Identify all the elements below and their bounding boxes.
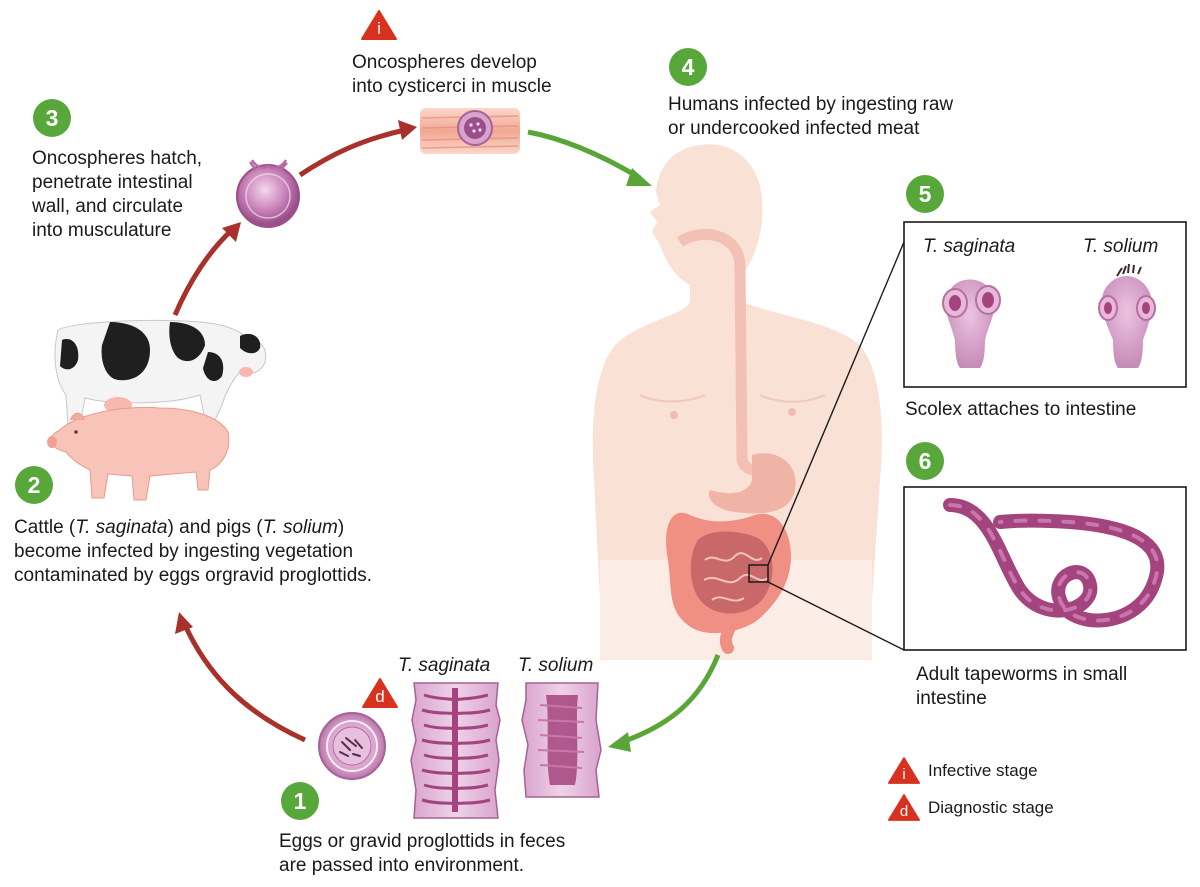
- arrow-1-to-2: [175, 612, 307, 743]
- stomach: [708, 453, 796, 514]
- stage-3-line-4: into musculature: [32, 220, 172, 241]
- stage-1-line-2: are passed into environment.: [279, 855, 525, 876]
- arrow-4-to-1: [608, 654, 721, 752]
- stage-1-line-1: Eggs or gravid proglottids in feces: [279, 831, 566, 852]
- stage-2-line-3: contaminated by eggs orgravid proglottid…: [14, 565, 373, 586]
- legend-diagnostic-label: Diagnostic stage: [928, 798, 1054, 817]
- cysticerci-line-2: into cysticerci in muscle: [352, 76, 552, 97]
- stage-3-line-3: wall, and circulate: [32, 196, 184, 217]
- step-badge-2: 2: [15, 466, 53, 504]
- stage-2-line-2: become infected by ingesting vegetation: [14, 541, 354, 562]
- diagnostic-marker: d: [362, 678, 398, 708]
- arrow-3-to-cysticerci: [298, 120, 417, 178]
- step-badge-3: 3: [33, 99, 71, 137]
- step-badge-4: 4: [669, 48, 707, 86]
- arrow-cysticerci-to-4: [527, 129, 652, 186]
- proglottid-solium: [521, 682, 602, 798]
- arrow-2-to-3: [172, 222, 241, 316]
- proglottid-label-saginata: T. saginata: [398, 655, 491, 676]
- stage-5-caption: Scolex attaches to intestine: [905, 399, 1137, 420]
- muscle-cysticercus: [420, 108, 520, 154]
- step-badge-6: 6: [906, 442, 944, 480]
- cow: [54, 319, 267, 426]
- stage-2-line-1: Cattle (T. saginata) and pigs (T. solium…: [14, 517, 345, 538]
- scolex-solium: [1098, 263, 1156, 368]
- stage-4-line-1: Humans infected by ingesting raw: [668, 94, 954, 115]
- scolex-saginata: [942, 279, 1001, 368]
- cysticerci-line-1: Oncospheres develop: [352, 52, 537, 73]
- stage-4-line-2: or undercooked infected meat: [668, 118, 920, 139]
- legend-diagnostic-icon: d: [888, 794, 920, 821]
- zoom-box: [748, 564, 769, 583]
- pig: [47, 406, 230, 501]
- scolex-label-saginata: T. saginata: [923, 236, 1016, 257]
- stage-3-line-1: Oncospheres hatch,: [32, 148, 203, 169]
- nipple-left: [670, 411, 678, 419]
- scolex-label-solium: T. solium: [1083, 236, 1159, 257]
- tapeworm-egg: [318, 712, 386, 780]
- legend-infective-label: Infective stage: [928, 761, 1038, 780]
- small-intestine: [690, 531, 773, 614]
- proglottid-label-solium: T. solium: [518, 655, 594, 676]
- step-badge-1: 1: [281, 782, 319, 820]
- legend-infective-icon: i: [888, 757, 920, 784]
- stage-6-line-2: intestine: [916, 688, 987, 709]
- oncosphere: [236, 159, 300, 228]
- proglottid-saginata: [410, 682, 501, 819]
- stage-3-line-2: penetrate intestinal: [32, 172, 193, 193]
- infective-marker: i: [361, 10, 397, 40]
- stage-6-line-1: Adult tapeworms in small: [916, 664, 1128, 685]
- step-badge-5: 5: [906, 175, 944, 213]
- tapeworm-box: [903, 486, 1187, 651]
- nipple-right: [788, 408, 796, 416]
